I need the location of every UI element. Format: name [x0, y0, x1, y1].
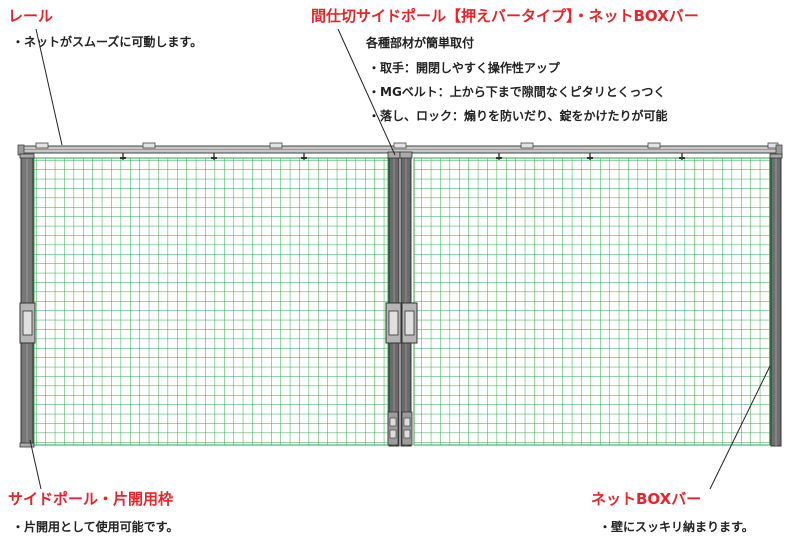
divider-pole-title: 間仕切サイドポール【押えバータイプ】・ネットBOXバー: [311, 7, 699, 25]
rail-title: レール: [8, 7, 54, 25]
drop-bolt-left: [387, 411, 399, 446]
right-net-box-bar: [769, 153, 783, 447]
feature-handle: ・取手：開閉しやすく操作性アップ: [368, 61, 560, 75]
net-box-bar-desc: ・壁にスッキリ納まります。: [599, 520, 754, 534]
side-pole-title: サイドポール・片開用枠: [8, 490, 174, 508]
drop-bolt-right: [401, 411, 413, 446]
rail-runners: [120, 153, 685, 160]
divider-pole-subtitle: 各種部材が簡単取付: [366, 36, 475, 50]
side-pole-desc: ・片開用として使用可能です。: [12, 520, 179, 534]
rail-desc: ・ネットがスムーズに可動します。: [12, 35, 203, 49]
center-divider-poles: [385, 151, 418, 447]
left-side-pole: [19, 153, 36, 448]
leader-lines: [29, 28, 771, 490]
feature-drop-lock: ・落し、ロック：煽りを防いだり、錠をかけたりが可能: [368, 109, 668, 123]
feature-mg-belt: ・MGベルト：上から下まで隙間なくピタリとくっつく: [368, 85, 666, 99]
net-box-bar-title: ネットBOXバー: [591, 490, 702, 508]
